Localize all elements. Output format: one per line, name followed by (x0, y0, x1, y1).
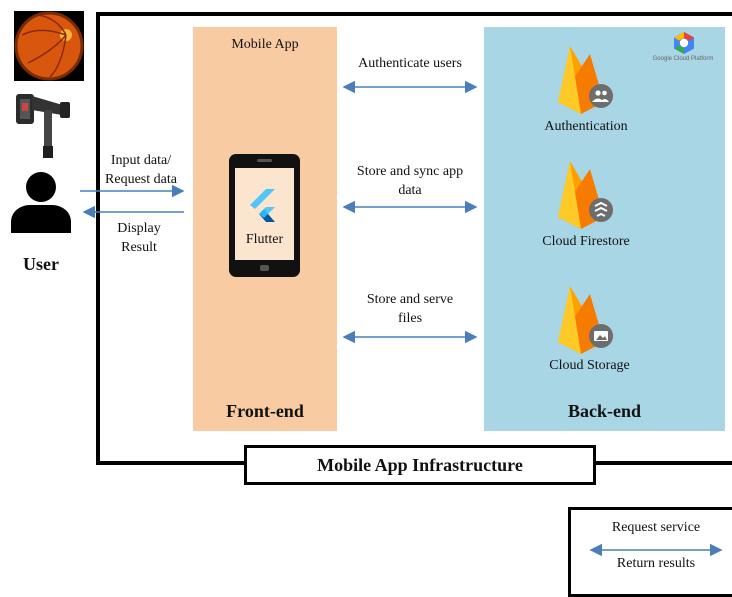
flutter-label: Flutter (245, 232, 284, 247)
input-data-label: Input data/ Request data (86, 151, 196, 189)
store-serve-label: Store and serve files (340, 290, 480, 328)
store-sync-label: Store and sync app data (340, 162, 480, 200)
legend-arrow (589, 543, 723, 557)
smartphone-icon: Flutter (229, 154, 300, 277)
phone-screen: Flutter (235, 168, 294, 260)
store-sync-line1: Store and sync app (356, 164, 464, 179)
phone-home-button (260, 265, 269, 271)
legend-return-label: Return results (616, 556, 696, 571)
display-result-line2: Result (121, 240, 157, 255)
firebase-storage-icon (558, 286, 613, 354)
front-end-label: Front-end (226, 401, 304, 421)
input-data-line2: Request data (105, 172, 177, 187)
authentication-label: Authentication (544, 119, 628, 134)
store-serve-line1: Store and serve (366, 292, 454, 307)
flutter-logo-icon (250, 189, 275, 222)
display-result-label: Display Result (84, 219, 194, 257)
display-result-line1: Display (117, 221, 161, 236)
firebase-firestore-icon (558, 161, 613, 229)
store-sync-line2: data (398, 183, 422, 198)
cloud-firestore-label: Cloud Firestore (542, 234, 630, 249)
arrows-layer (80, 80, 478, 344)
firebase-authentication-icon (558, 46, 613, 114)
back-end-label: Back-end (567, 401, 641, 421)
retina-fundus-image (14, 11, 84, 81)
store-serve-line2: files (397, 311, 423, 326)
legend-request-label: Request service (611, 520, 701, 535)
user-icon (11, 172, 71, 233)
mobile-app-title: Mobile App (231, 37, 299, 52)
infrastructure-label: Mobile App Infrastructure (317, 454, 523, 475)
legend-box: Request service Return results (568, 507, 732, 597)
google-cloud-logo-icon (674, 32, 694, 54)
infrastructure-label-box: Mobile App Infrastructure (244, 445, 596, 485)
authenticate-users-label: Authenticate users (358, 56, 462, 71)
input-data-line1: Input data/ (110, 153, 172, 168)
user-label: User (23, 254, 59, 274)
ophthalmoscope-icon (16, 94, 70, 158)
cloud-storage-label: Cloud Storage (549, 358, 630, 373)
google-cloud-caption: Google Cloud Platform (652, 56, 714, 62)
phone-speaker (257, 159, 272, 162)
